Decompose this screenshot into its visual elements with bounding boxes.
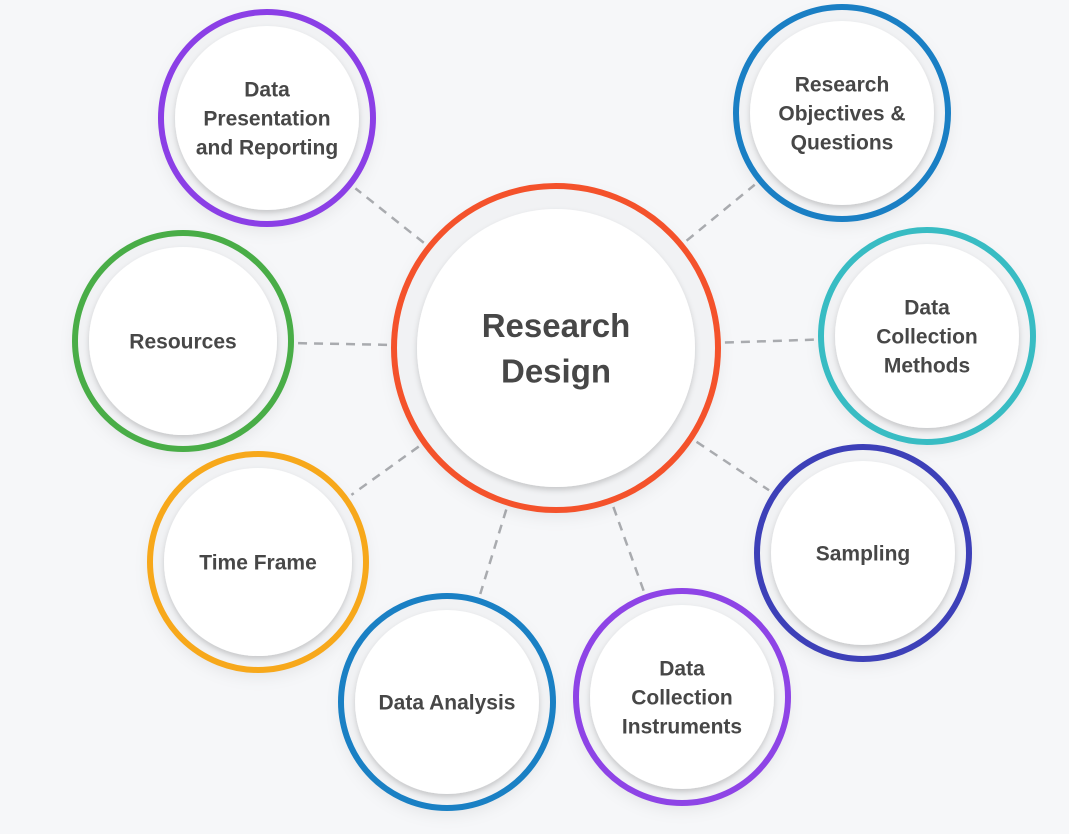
node-label-line: Data <box>904 296 950 319</box>
node-label-line: Resources <box>129 330 236 353</box>
node-ring <box>72 230 294 452</box>
dashed-connector <box>612 506 645 592</box>
node-inner-circle <box>417 209 695 487</box>
node-label-line: Presentation <box>203 107 330 130</box>
node-inner-circle <box>175 26 359 210</box>
node-inner-circle <box>835 244 1019 428</box>
node-label-line: Data Analysis <box>379 691 516 714</box>
node-label-line: Sampling <box>816 542 911 565</box>
node-inner-circle <box>590 605 774 789</box>
node-sampling[interactable]: Sampling <box>754 444 972 662</box>
node-label-line: Data <box>244 78 290 101</box>
dashed-connector <box>685 183 756 242</box>
dashed-connector <box>695 440 770 492</box>
node-inner-circle <box>164 468 352 656</box>
node-label-line: Research <box>795 73 890 96</box>
connector-lines <box>297 183 815 595</box>
node-time-frame[interactable]: Time Frame <box>147 451 369 673</box>
dashed-connector <box>297 341 388 347</box>
node-ring <box>818 227 1036 445</box>
node-ring <box>391 183 721 513</box>
node-inner-circle <box>89 247 277 435</box>
node-ring <box>158 9 376 227</box>
node-inner-circle <box>771 461 955 645</box>
dashed-connector <box>479 509 508 595</box>
node-ring <box>573 588 791 806</box>
node-ring <box>338 593 556 811</box>
node-inner-circle <box>355 610 539 794</box>
dashed-connector <box>350 445 420 496</box>
node-label-line: Time Frame <box>199 551 317 574</box>
node-label-line: Objectives & <box>778 102 905 125</box>
node-label-line: Collection <box>876 325 978 348</box>
node-label-line: Data <box>659 657 705 680</box>
dashed-connector <box>724 338 815 344</box>
node-data-analysis[interactable]: Data Analysis <box>338 593 556 811</box>
node-resources[interactable]: Resources <box>72 230 294 452</box>
node-label-line: Methods <box>884 354 970 377</box>
node-label-line: and Reporting <box>196 136 338 159</box>
node-inner-circle <box>750 21 934 205</box>
node-ring <box>754 444 972 662</box>
node-label-line: Design <box>501 352 611 389</box>
node-label-line: Research <box>482 307 631 344</box>
node-label-line: Collection <box>631 686 733 709</box>
node-label-line: Instruments <box>622 715 742 738</box>
node-label-line: Questions <box>791 131 894 154</box>
node-ring <box>733 4 951 222</box>
dashed-connector <box>354 187 425 244</box>
node-ring <box>147 451 369 673</box>
